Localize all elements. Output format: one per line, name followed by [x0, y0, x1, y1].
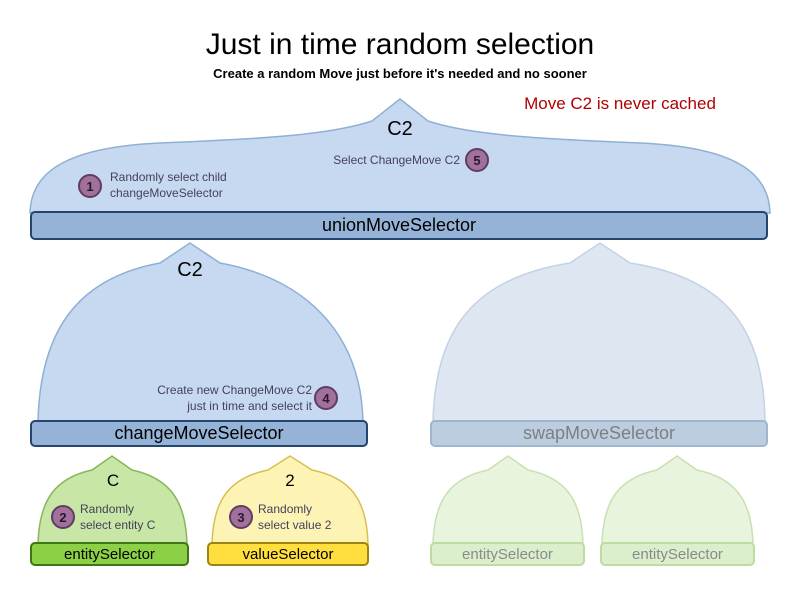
entity-selector-faded-2-bar: entitySelector: [600, 542, 755, 566]
step-3-line-1: Randomly: [258, 502, 313, 516]
step-2-line-1: Randomly: [80, 502, 135, 516]
union-dome-arrow: [29, 98, 771, 214]
step-4-line-1: Create new ChangeMove C2: [157, 383, 312, 397]
step-1-circle: 1: [78, 174, 102, 198]
entity-arrow-label: C: [106, 471, 120, 490]
step-2-annotation: Randomly select entity C: [80, 501, 155, 533]
step-4-annotation: Create new ChangeMove C2 just in time an…: [122, 382, 312, 414]
step-1-line-2: changeMoveSelector: [110, 186, 223, 200]
value-selector-bar: valueSelector: [207, 542, 369, 566]
entity-faded-2-dome-arrow: [601, 455, 754, 546]
step-2-line-2: select entity C: [80, 518, 156, 532]
step-3-circle: 3: [229, 505, 253, 529]
entity-dome-arrow: [37, 455, 188, 546]
entity-selector-faded-1-bar: entitySelector: [430, 542, 585, 566]
swap-move-selector-bar: swapMoveSelector: [430, 420, 768, 447]
step-2-circle: 2: [51, 505, 75, 529]
step-5-line-1: Select ChangeMove C2: [333, 153, 460, 167]
change-dome-arrow: [37, 242, 364, 423]
entity-selector-bar: entitySelector: [30, 542, 189, 566]
step-3-annotation: Randomly select value 2: [258, 501, 331, 533]
value-arrow-label: 2: [285, 471, 295, 490]
step-4-line-2: just in time and select it: [187, 399, 312, 413]
change-arrow-label: C2: [177, 259, 203, 281]
never-cached-note: Move C2 is never cached: [524, 94, 716, 113]
union-arrow-label: C2: [387, 118, 413, 140]
step-3-line-2: select value 2: [258, 518, 332, 532]
step-1-line-1: Randomly select child: [110, 170, 227, 184]
entity-faded-1-dome-arrow: [432, 455, 584, 546]
step-5-annotation: Select ChangeMove C2: [300, 152, 460, 168]
change-move-selector-bar: changeMoveSelector: [30, 420, 368, 447]
step-5-circle: 5: [465, 148, 489, 172]
page-subtitle: Create a random Move just before it's ne…: [213, 66, 587, 81]
page-title: Just in time random selection: [205, 28, 595, 61]
step-1-annotation: Randomly select child changeMoveSelector: [110, 169, 227, 201]
union-move-selector-bar: unionMoveSelector: [30, 211, 768, 240]
swap-dome-arrow: [432, 242, 766, 423]
step-4-circle: 4: [314, 386, 338, 410]
